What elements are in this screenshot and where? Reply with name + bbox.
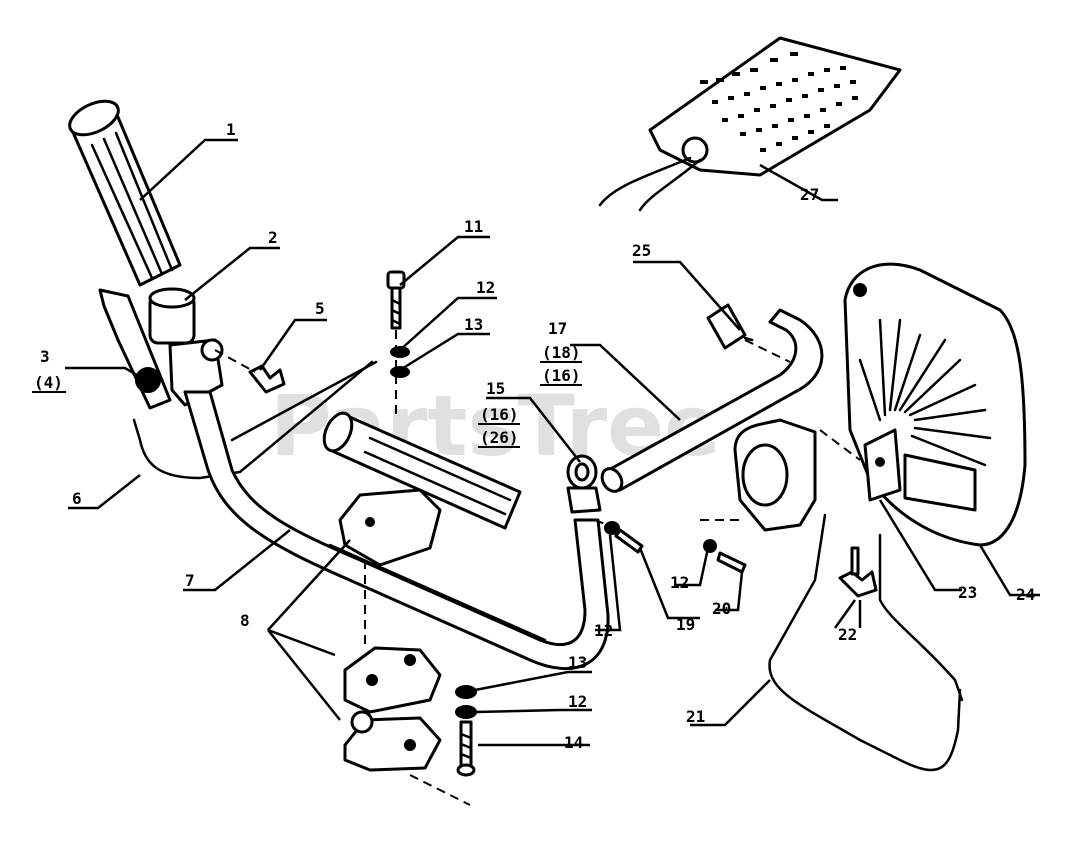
part-21-harness [768,513,964,772]
label-12-c: 12 [594,621,613,640]
label-19: 19 [676,615,695,634]
part-13-washer-lower [455,685,477,699]
label-2: 2 [268,228,278,247]
part-14-bolt [456,720,476,777]
label-16-b: (16) [542,366,581,385]
label-26: (26) [480,428,519,447]
part-20-bolt [703,539,747,574]
part-22-wing-bolt [838,546,878,598]
part-19-bolt [604,521,644,554]
label-4: (4) [34,373,63,392]
part-labels: 1 2 3 (4) 5 6 7 8 11 12 13 15 (16) (26) … [32,120,1035,752]
part-24-guard [843,262,1027,547]
part-25-cap [706,303,754,350]
label-18: (18) [542,343,581,362]
leader-lines [65,138,1040,747]
part-13-washer [390,366,410,378]
label-22: 22 [838,625,857,644]
label-25: 25 [632,241,651,260]
part-1-grip [68,99,182,287]
label-6: 6 [72,489,82,508]
part-27-tag [598,36,902,212]
shaft-clamp [733,418,817,532]
label-21: 21 [686,707,705,726]
label-16-a: (16) [480,405,519,424]
assembly-lines [214,330,861,806]
label-3: 3 [40,347,50,366]
label-20: 20 [712,599,731,618]
label-11: 11 [464,217,483,236]
label-1: 1 [226,120,236,139]
part-1-grip-lower [322,411,522,530]
part-3-throttle-lever [98,288,224,410]
label-8: 8 [240,611,250,630]
part-12-washer-lower [455,705,477,719]
part-15-eye-bolt [566,454,602,514]
part-17-shaft [600,308,824,493]
label-12-top: 12 [476,278,495,297]
label-12-b: 12 [670,573,689,592]
part-11-bolt [386,270,406,330]
label-27: 27 [800,185,819,204]
label-5: 5 [315,299,325,318]
label-14: 14 [564,733,583,752]
label-15: 15 [486,379,505,398]
part-6-cable [132,360,378,480]
label-12-bottom: 12 [568,692,587,711]
label-24: 24 [1016,585,1035,604]
part-8-clamps [338,488,442,772]
part-23-bracket [863,428,902,502]
label-7: 7 [185,571,195,590]
label-17: 17 [548,319,567,338]
label-13-bottom: 13 [568,653,587,672]
part-2-spacer [148,287,196,345]
label-23: 23 [958,583,977,602]
label-13-top: 13 [464,315,483,334]
